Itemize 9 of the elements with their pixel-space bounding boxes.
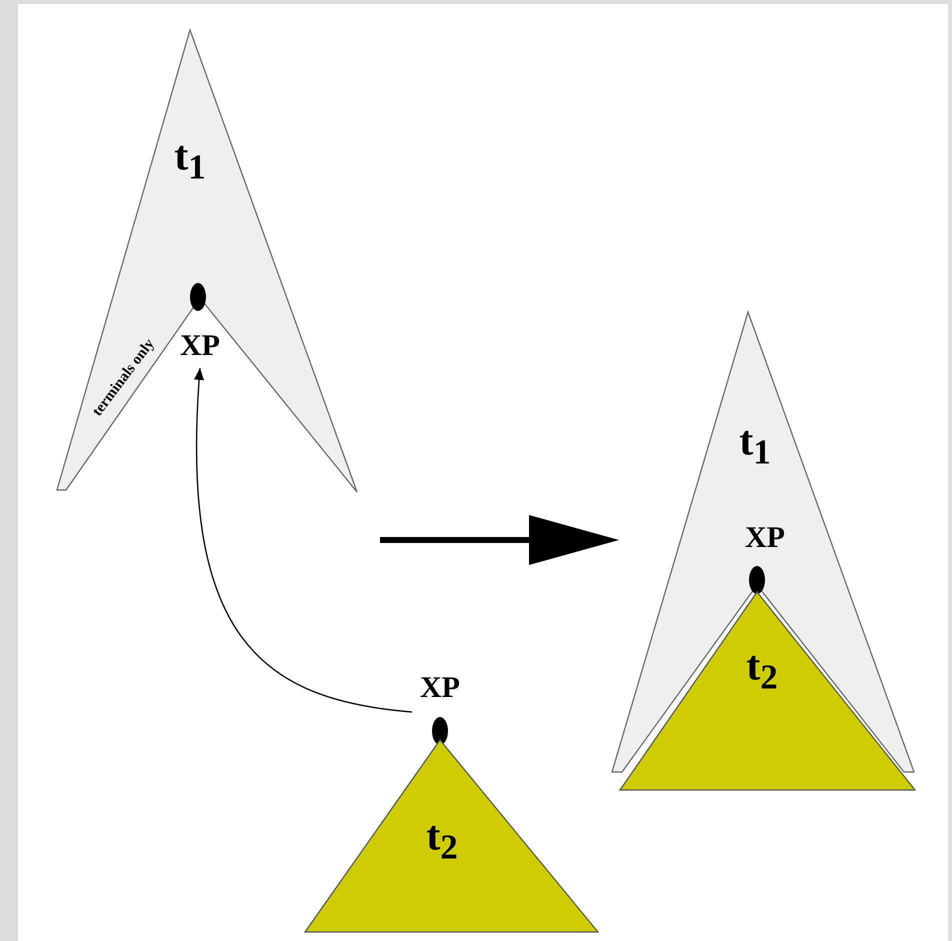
node-label: XP [180, 331, 220, 361]
tree-label: t$_{2}$ [746, 645, 778, 695]
node-label: XP [745, 523, 785, 553]
transform-arrow [380, 515, 619, 565]
tree-label: t$_{1}$ [739, 420, 771, 470]
tree-label: t$_{1}$ [174, 135, 206, 185]
arrow [194, 368, 412, 713]
tree-label: t$_{2}$ [426, 815, 458, 865]
node-label: XP [420, 673, 460, 703]
